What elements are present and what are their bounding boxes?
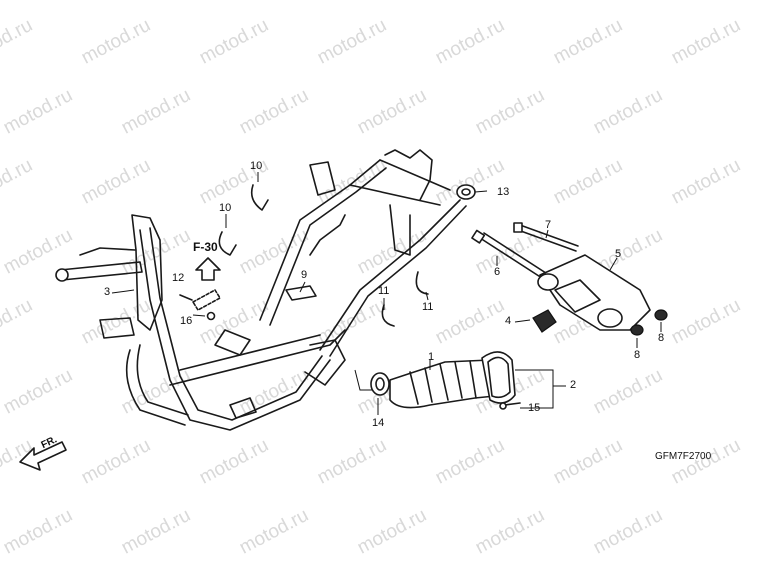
rubber-4 [532, 309, 557, 333]
callout-1: 1 [428, 351, 435, 363]
reference-arrow [192, 257, 221, 311]
frame-body [55, 149, 467, 431]
callout-16: 16 [180, 315, 193, 327]
callout-12: 12 [172, 272, 185, 284]
clip-parts [218, 184, 429, 327]
grommet-13 [456, 184, 476, 200]
callout-9: 9 [301, 269, 308, 281]
front-arrow-icon [19, 441, 67, 471]
callout-13: 13 [497, 186, 510, 198]
callout-8a: 8 [658, 332, 665, 344]
callout-7: 7 [545, 219, 552, 231]
callout-6: 6 [494, 266, 501, 278]
callout-11a: 11 [378, 285, 390, 297]
small-parts-12-16 [179, 294, 216, 321]
callout-8b: 8 [634, 349, 641, 361]
callout-10b: 10 [219, 202, 232, 214]
leader-lines [111, 172, 662, 415]
callout-14: 14 [372, 417, 385, 429]
callout-10a: 10 [250, 160, 263, 172]
callout-3: 3 [104, 286, 111, 298]
bolts-6-7 [471, 222, 579, 281]
callout-11b: 11 [422, 301, 434, 313]
air-duct-1-2 [370, 351, 521, 410]
reference-label: F-30 [193, 240, 218, 254]
engine-hanger-5 [537, 254, 651, 331]
diagram-code: GFM7F2700 [655, 451, 712, 462]
callout-4: 4 [505, 315, 512, 327]
bushings-8 [630, 309, 668, 336]
callout-15: 15 [528, 402, 541, 414]
callout-2: 2 [570, 379, 577, 391]
callout-5: 5 [615, 248, 622, 260]
